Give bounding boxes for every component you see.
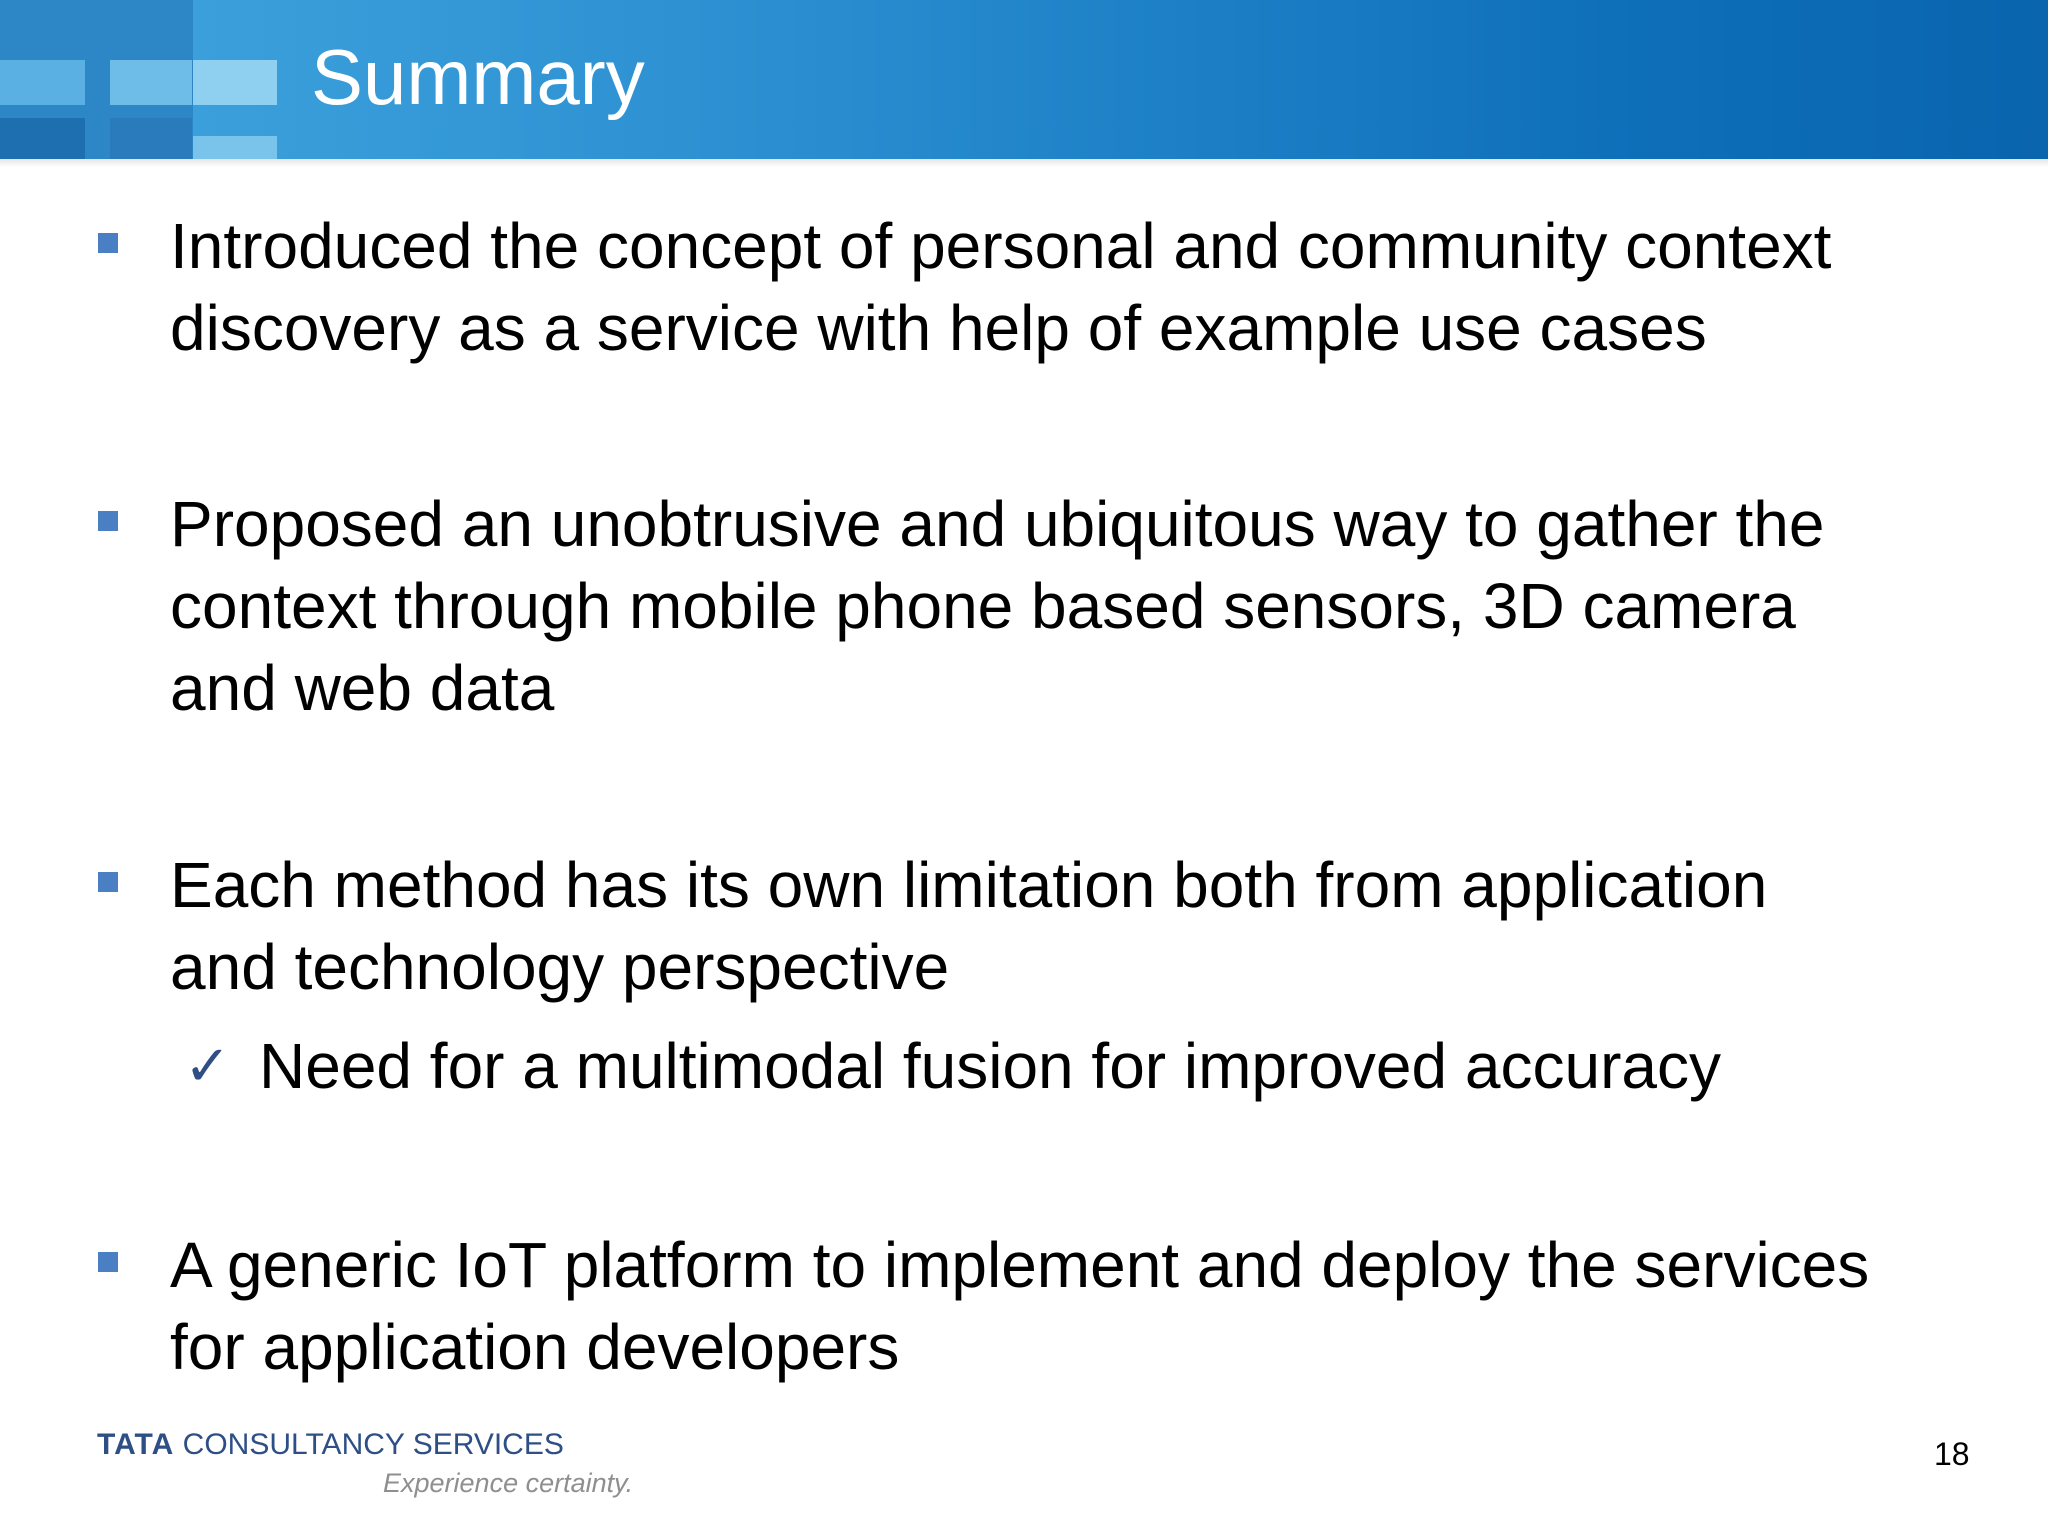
header-decor-block	[110, 60, 192, 105]
page-number: 18	[1934, 1436, 1970, 1472]
bullet-line: and technology perspective	[170, 931, 950, 1003]
bullet-text: Proposed an unobtrusive and ubiquitous w…	[170, 483, 2020, 729]
company-tagline: Experience certainty.	[383, 1468, 634, 1498]
sub-bullet-text: Need for a multimodal fusion for improve…	[259, 1030, 1721, 1102]
bullet-line: and web data	[170, 652, 555, 724]
bullet-line: for application developers	[170, 1311, 900, 1383]
slide-header: Summary	[0, 0, 2048, 159]
bullet-marker	[98, 511, 118, 531]
bullet-marker	[98, 872, 118, 892]
header-decor-block	[193, 60, 277, 105]
header-decor-block	[193, 136, 277, 159]
bullet-text: Introduced the concept of personal and c…	[170, 205, 2020, 369]
bullet-text: Each method has its own limitation both …	[170, 844, 2020, 1008]
bullet-line: Proposed an unobtrusive and ubiquitous w…	[170, 488, 1825, 560]
bullet-line: discovery as a service with help of exam…	[170, 292, 1707, 364]
bullet-line: context through mobile phone based senso…	[170, 570, 1796, 642]
bullet-marker	[98, 233, 118, 253]
company-logo: TATA CONSULTANCY SERVICES	[97, 1430, 564, 1460]
logo-company-name: CONSULTANCY SERVICES	[182, 1428, 564, 1461]
bullet-line: A generic IoT platform to implement and …	[170, 1229, 1870, 1301]
header-decor-block	[110, 118, 192, 159]
header-shadow	[0, 159, 2048, 167]
header-decor-block	[0, 60, 85, 105]
bullet-line: Each method has its own limitation both …	[170, 849, 1768, 921]
bullet-line: Introduced the concept of personal and c…	[170, 210, 1832, 282]
logo-brand: TATA	[97, 1428, 175, 1461]
header-decor-block	[0, 118, 85, 159]
bullet-marker	[98, 1252, 118, 1272]
checkmark-icon: ✓	[184, 1034, 231, 1097]
bullet-text: A generic IoT platform to implement and …	[170, 1224, 2020, 1388]
slide-title: Summary	[311, 33, 645, 121]
